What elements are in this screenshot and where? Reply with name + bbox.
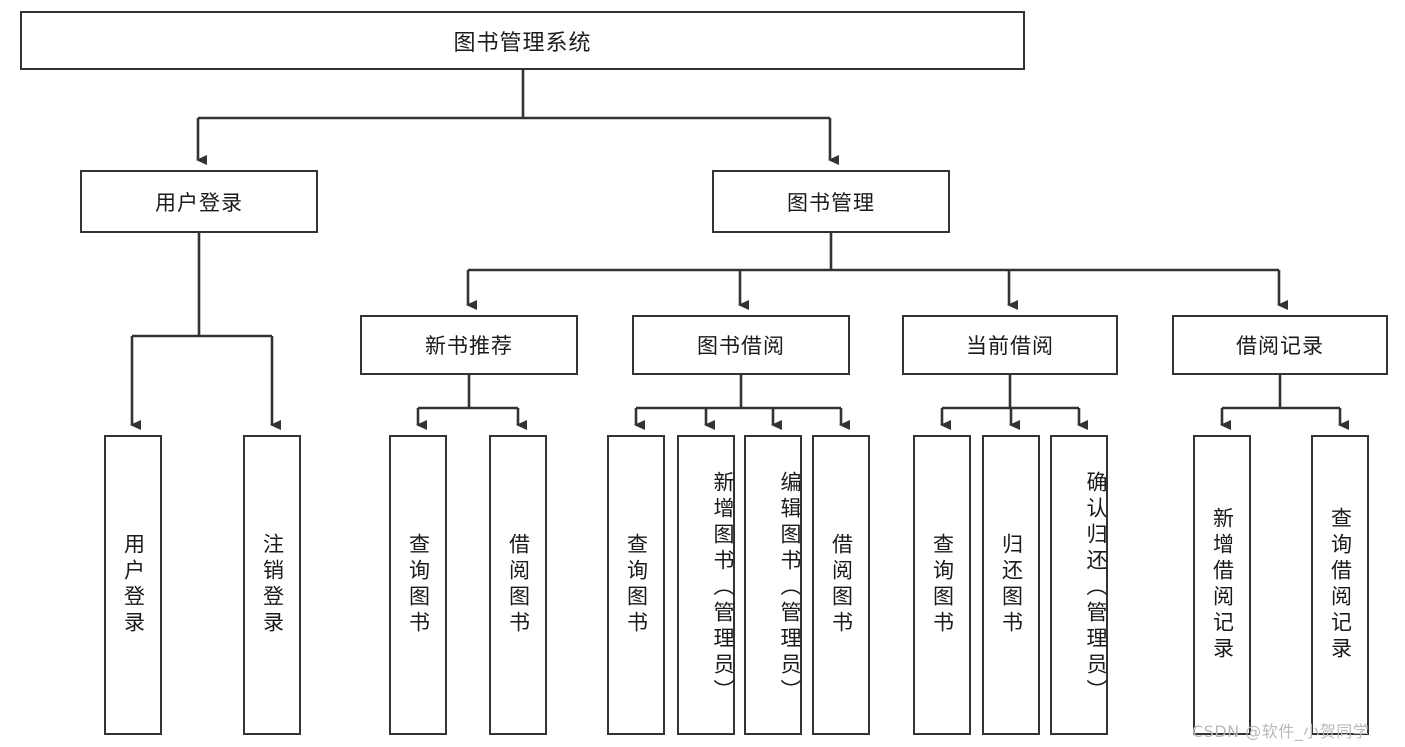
leaf-logout[interactable]: 注销登录 [243, 435, 301, 735]
node-borrow-record[interactable]: 借阅记录 [1172, 315, 1388, 375]
node-book-borrow[interactable]: 图书借阅 [632, 315, 850, 375]
leaf-borrow-book[interactable]: 借阅图书 [812, 435, 870, 735]
leaf-query-borrow-record[interactable]: 查询借阅记录 [1311, 435, 1369, 735]
leaf-confirm-return-admin[interactable]: 确认归还（管理员） [1050, 435, 1108, 735]
node-book-management[interactable]: 图书管理 [712, 170, 950, 233]
csdn-watermark: CSDN @软件_小贺同学 [1192, 722, 1370, 741]
leaf-add-book-admin[interactable]: 新增图书（管理员） [677, 435, 735, 735]
node-root[interactable]: 图书管理系统 [20, 11, 1025, 70]
node-new-book-recommend[interactable]: 新书推荐 [360, 315, 578, 375]
node-current-borrow[interactable]: 当前借阅 [902, 315, 1118, 375]
leaf-add-borrow-record[interactable]: 新增借阅记录 [1193, 435, 1251, 735]
leaf-query-book-recommend[interactable]: 查询图书 [389, 435, 447, 735]
leaf-user-login[interactable]: 用户登录 [104, 435, 162, 735]
node-user-login[interactable]: 用户登录 [80, 170, 318, 233]
leaf-edit-book-admin[interactable]: 编辑图书（管理员） [744, 435, 802, 735]
leaf-query-book-borrow[interactable]: 查询图书 [607, 435, 665, 735]
leaf-query-book-current[interactable]: 查询图书 [913, 435, 971, 735]
leaf-return-book[interactable]: 归还图书 [982, 435, 1040, 735]
leaf-borrow-book-recommend[interactable]: 借阅图书 [489, 435, 547, 735]
